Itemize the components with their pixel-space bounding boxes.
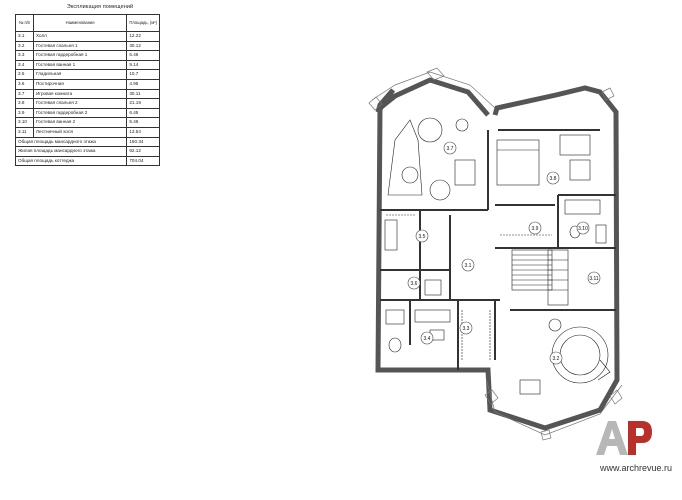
room-labels: 3.1 3.2 3.3 3.4 3.5 3.6 3.7 3.8 3.9 3.10… — [407, 141, 601, 365]
bathroom2-furniture — [564, 199, 607, 244]
explication-title: Экспликация помещений — [66, 4, 134, 10]
room-label-3-1: 3.1 — [465, 263, 472, 269]
room-label-3-2: 3.2 — [553, 356, 560, 362]
table-header-row: № п/п Наименование Площадь, (м²) — [15, 14, 160, 32]
bedroom1-furniture — [519, 318, 611, 395]
room-label-3-5: 3.5 — [419, 234, 426, 240]
website-caption: www.archrevue.ru — [600, 463, 673, 473]
room-label-3-11: 3.11 — [589, 276, 599, 282]
room-label-3-7: 3.7 — [447, 146, 454, 152]
total-area: 704.04 — [126, 155, 160, 167]
room-label-3-8: 3.8 — [550, 176, 557, 182]
header-name: Наименование — [32, 14, 128, 32]
room-label-3-9: 3.9 — [532, 226, 539, 232]
ap-logo — [596, 421, 652, 455]
total-label: Общая площадь коттеджа — [14, 155, 128, 167]
header-area: Площадь, (м²) — [126, 14, 160, 32]
bay-window — [368, 67, 623, 441]
outer-wall — [375, 77, 620, 431]
room-label-3-4: 3.4 — [424, 336, 431, 342]
room-label-3-6: 3.6 — [411, 281, 418, 287]
interior-walls — [380, 129, 616, 370]
wardrobe-shelves — [386, 214, 552, 360]
room-label-3-10: 3.10 — [578, 226, 588, 232]
staircase — [511, 249, 569, 306]
bedroom2-furniture — [496, 134, 591, 186]
play-room-furniture — [387, 117, 476, 201]
room-label-3-3: 3.3 — [463, 326, 470, 332]
